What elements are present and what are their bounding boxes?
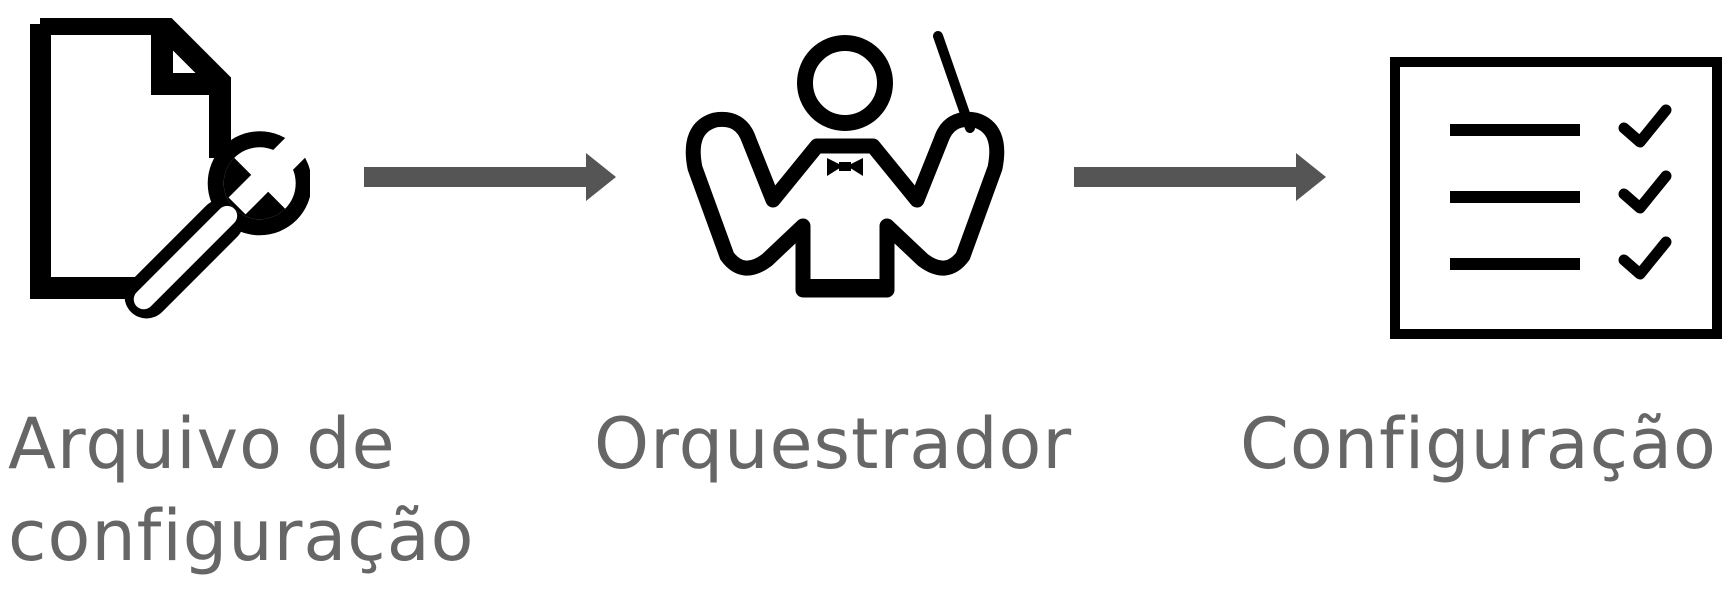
step-label-configuration: Configuração bbox=[1240, 398, 1717, 490]
step-label-config-file: Arquivo de configuração bbox=[8, 398, 474, 582]
step-label-line-1: Orquestrador bbox=[594, 403, 1073, 485]
config-file-wrench-icon bbox=[30, 18, 310, 323]
arrow-right-1 bbox=[364, 150, 616, 204]
step-label-line-1: Arquivo de bbox=[8, 403, 396, 485]
checklist-icon bbox=[1388, 56, 1724, 340]
step-label-orchestrator: Orquestrador bbox=[594, 398, 1072, 490]
orchestra-conductor-icon bbox=[685, 28, 1007, 318]
step-label-line-1: Configuração bbox=[1240, 403, 1717, 485]
arrow-right-2 bbox=[1074, 150, 1326, 204]
step-label-line-2: configuração bbox=[8, 495, 475, 577]
